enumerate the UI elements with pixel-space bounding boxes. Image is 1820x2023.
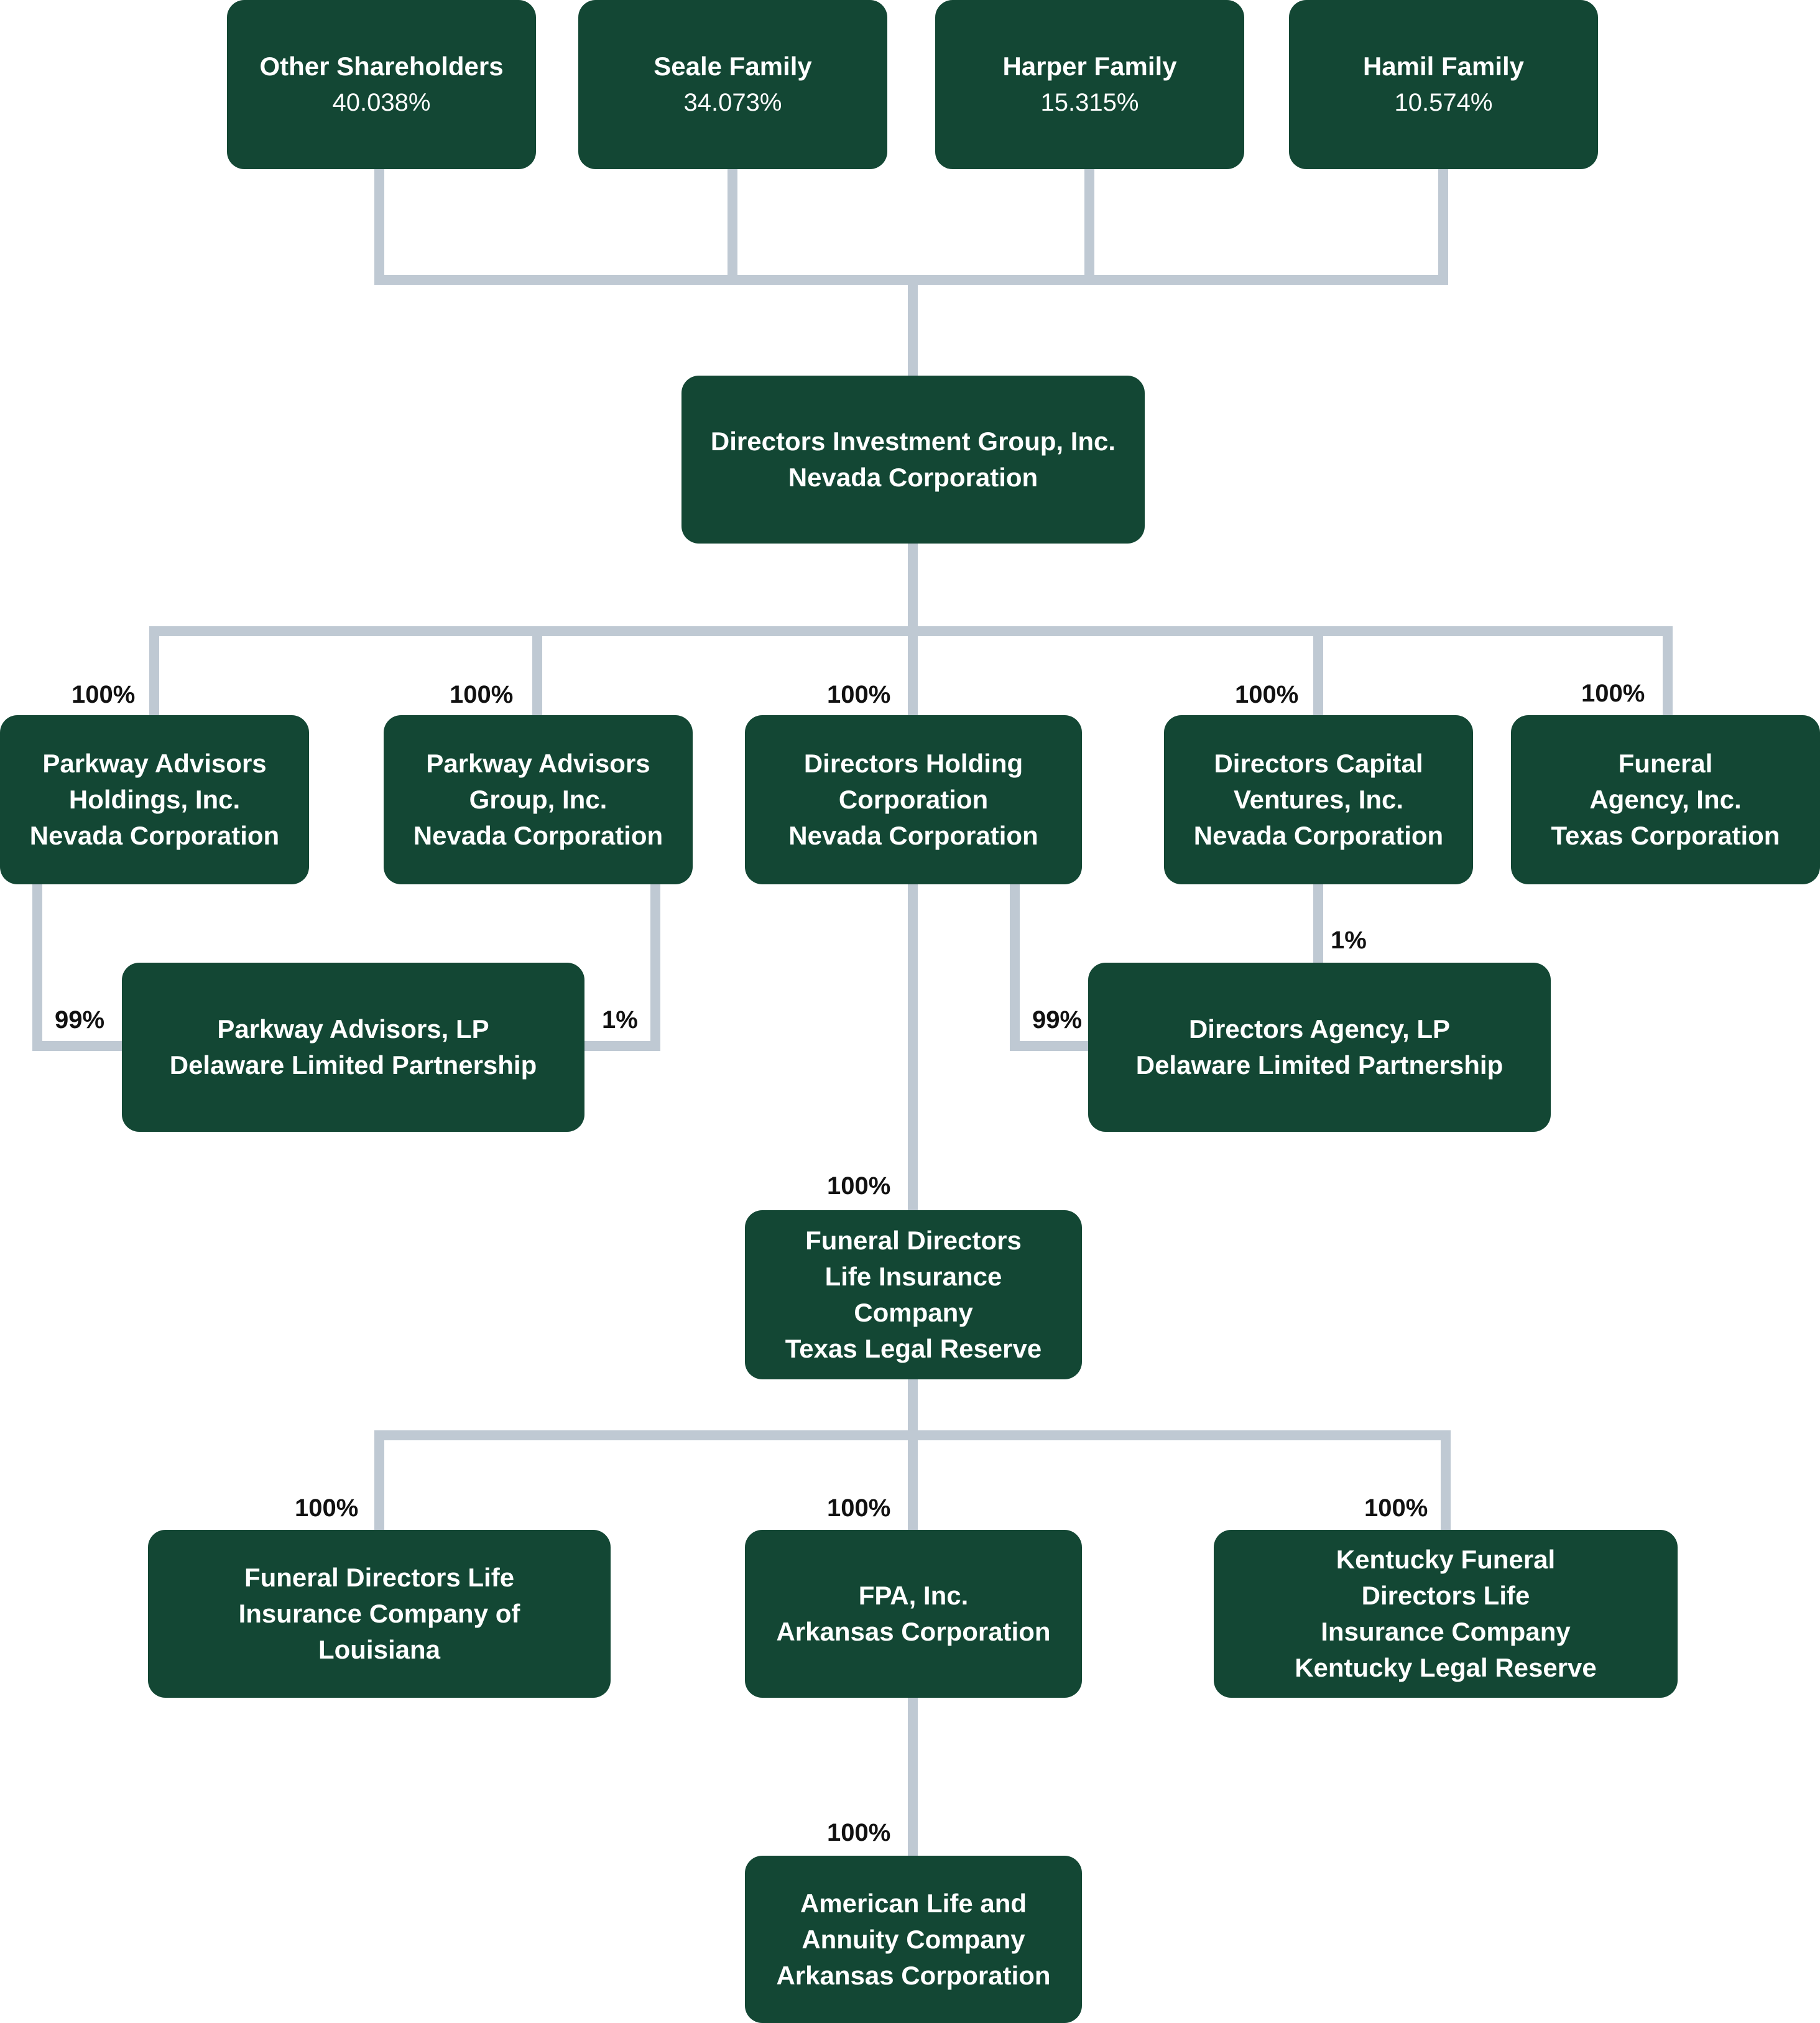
entity-directors-holding-corporation: Directors Holding Corporation Nevada Cor… [745,715,1082,884]
ownership-label: 100% [1581,680,1645,707]
ownership-label: 1% [602,1006,638,1034]
ownership-label: 99% [1032,1006,1083,1034]
ownership-label: 100% [450,681,514,708]
connector [149,537,1673,720]
entity-american-life-and-annuity: American Life and Annuity Company Arkans… [745,1856,1082,2023]
ownership-label: 99% [55,1006,105,1034]
entity-kentucky-funeral-directors-life: Kentucky Funeral Directors Life Insuranc… [1214,1530,1678,1698]
entity-name: Funeral Agency, Inc. Texas Corporation [1551,749,1780,850]
ownership-label: 100% [827,1819,891,1846]
ownership-label: 100% [827,1494,891,1522]
shareholder-box-hamil: Hamil Family 10.574% [1289,0,1598,169]
shareholder-percent: 40.038% [332,89,431,116]
shareholder-percent: 10.574% [1394,89,1493,116]
entity-parkway-advisors-holdings: Parkway Advisors Holdings, Inc. Nevada C… [0,715,309,884]
entity-name: Kentucky Funeral Directors Life Insuranc… [1295,1545,1597,1682]
shareholder-name: Other Shareholders [259,52,504,81]
entity-name: FPA, Inc. Arkansas Corporation [776,1581,1051,1646]
entity-fpa-inc: FPA, Inc. Arkansas Corporation [745,1530,1082,1698]
entity-name: Directors Investment Group, Inc. Nevada … [710,427,1116,492]
entity-name: Directors Capital Ventures, Inc. Nevada … [1193,749,1444,850]
entity-directors-capital-ventures: Directors Capital Ventures, Inc. Nevada … [1164,715,1473,884]
entity-name: Parkway Advisors, LP Delaware Limited Pa… [169,1014,537,1080]
shareholder-percent: 34.073% [683,89,782,116]
ownership-label: 100% [1364,1494,1428,1522]
ownership-label: 100% [827,681,891,708]
shareholder-box-seale: Seale Family 34.073% [578,0,887,169]
entity-directors-investment-group: Directors Investment Group, Inc. Nevada … [681,376,1145,544]
ownership-label: 100% [295,1494,359,1522]
ownership-label: 100% [72,681,136,708]
entity-name: Directors Agency, LP Delaware Limited Pa… [1135,1014,1504,1080]
entity-name: Funeral Directors Life Insurance Company… [238,1563,520,1664]
shareholder-name: Hamil Family [1362,52,1525,81]
entity-parkway-advisors-lp: Parkway Advisors, LP Delaware Limited Pa… [122,963,584,1132]
connector [374,164,1448,381]
connector [32,879,660,1051]
connector [1010,879,1323,1051]
shareholder-name: Seale Family [654,52,812,81]
ownership-label: 100% [1235,681,1299,708]
entity-name: Parkway Advisors Group, Inc. Nevada Corp… [413,749,663,850]
entity-name: Directors Holding Corporation Nevada Cor… [788,749,1038,850]
entity-funeral-agency: Funeral Agency, Inc. Texas Corporation [1511,715,1820,884]
shareholder-name: Harper Family [1002,52,1177,81]
entity-name: Parkway Advisors Holdings, Inc. Nevada C… [29,749,280,850]
entity-name: Funeral Directors Life Insurance Company… [785,1226,1042,1363]
shareholder-box-other: Other Shareholders 40.038% [227,0,536,169]
connector [374,1374,1451,1535]
ownership-label: 1% [1331,927,1367,954]
entity-name: American Life and Annuity Company Arkans… [776,1888,1051,1990]
shareholder-box-harper: Harper Family 15.315% [935,0,1244,169]
entity-funeral-directors-life-insurance: Funeral Directors Life Insurance Company… [745,1210,1082,1379]
entity-parkway-advisors-group: Parkway Advisors Group, Inc. Nevada Corp… [384,715,693,884]
ownership-label: 100% [827,1172,891,1200]
entity-funeral-directors-life-louisiana: Funeral Directors Life Insurance Company… [148,1530,611,1698]
shareholder-percent: 15.315% [1040,89,1139,116]
entity-directors-agency-lp: Directors Agency, LP Delaware Limited Pa… [1088,963,1551,1132]
